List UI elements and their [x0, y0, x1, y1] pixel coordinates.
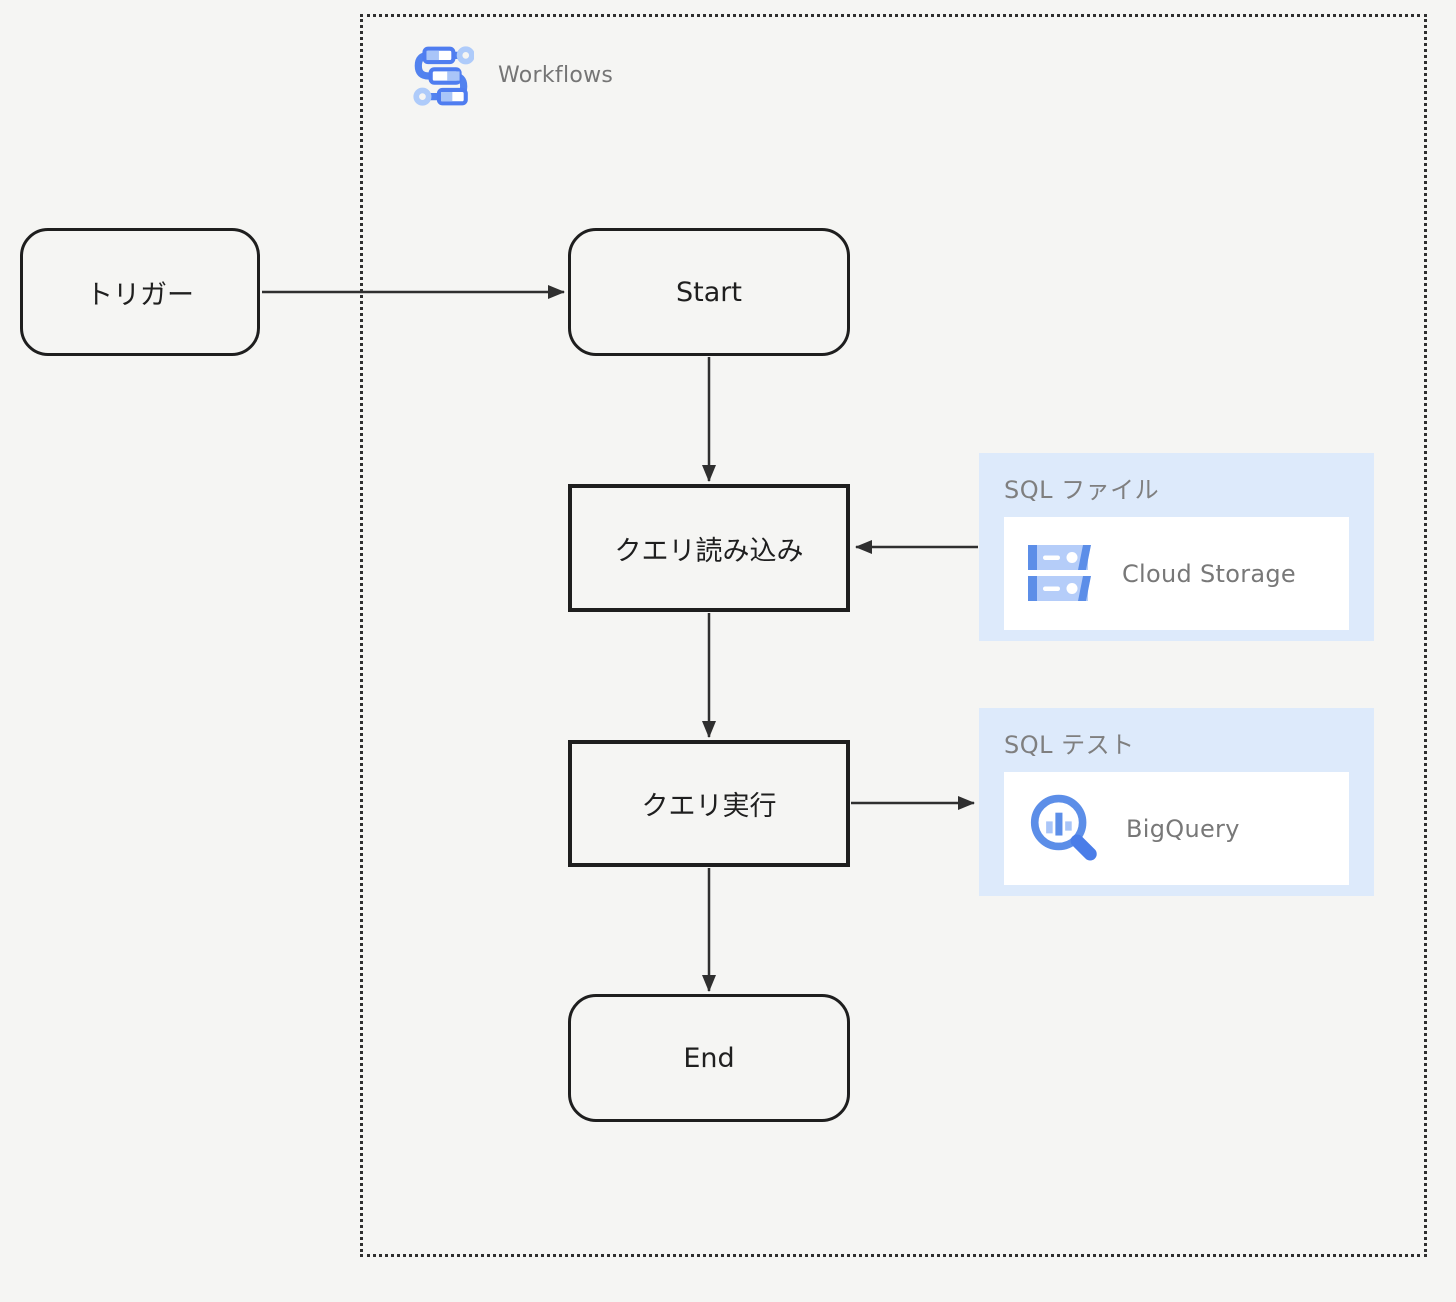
node-load-query-label: クエリ読み込み: [614, 535, 804, 567]
panel-sql-file: SQL ファイル Cloud Storage: [979, 453, 1374, 641]
workflows-container: [360, 14, 1427, 1257]
node-run-query[interactable]: クエリ実行: [568, 740, 850, 867]
node-start[interactable]: Start: [568, 228, 850, 356]
workflows-label: Workflows: [498, 62, 614, 88]
panel-sql-test: SQL テスト BigQuery: [979, 708, 1374, 896]
cloud-storage-card[interactable]: Cloud Storage: [1004, 517, 1349, 630]
bigquery-icon: [1030, 794, 1097, 861]
node-run-query-label: クエリ実行: [641, 791, 777, 822]
panel-sql-test-title: SQL テスト: [1004, 731, 1135, 759]
cloud-storage-icon: [1028, 545, 1091, 601]
node-trigger[interactable]: トリガー: [20, 228, 260, 356]
node-end-label: End: [683, 1042, 735, 1074]
node-start-label: Start: [676, 276, 742, 308]
bigquery-label: BigQuery: [1126, 814, 1240, 843]
workflows-header: Workflows: [408, 42, 613, 108]
node-load-query[interactable]: クエリ読み込み: [568, 484, 850, 612]
cloud-storage-label: Cloud Storage: [1122, 559, 1296, 588]
node-end[interactable]: End: [568, 994, 850, 1122]
node-trigger-label: トリガー: [86, 279, 194, 311]
bigquery-card[interactable]: BigQuery: [1004, 772, 1349, 885]
workflows-icon: [413, 46, 474, 106]
panel-sql-file-title: SQL ファイル: [1004, 476, 1160, 504]
